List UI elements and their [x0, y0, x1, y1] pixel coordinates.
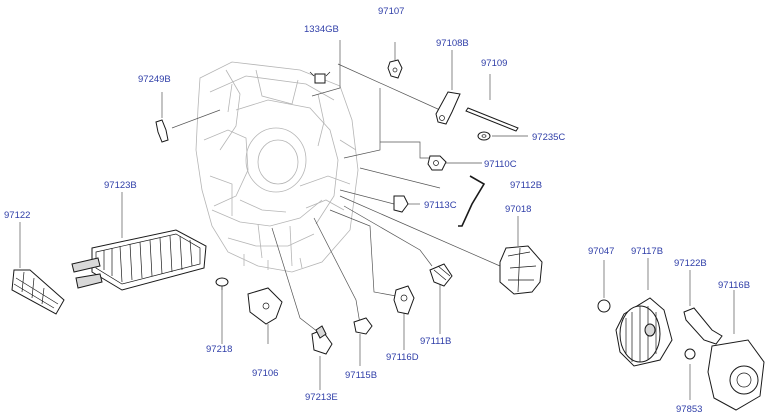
part-97213E [311, 325, 333, 355]
label-1334GB: 1334GB [304, 24, 339, 35]
label-97116B: 97116B [718, 280, 750, 291]
label-97116D: 97116D [386, 352, 419, 363]
part-97106 [247, 287, 283, 325]
label-97106: 97106 [252, 368, 278, 379]
label-97853: 97853 [676, 404, 702, 415]
part-97116B [707, 339, 765, 411]
part-97235C [477, 131, 491, 141]
label-97122B: 97122B [674, 258, 707, 269]
heater-housing-outline [195, 61, 359, 273]
label-97122: 97122 [4, 210, 30, 221]
label-97108B: 97108B [436, 38, 469, 49]
part-97249B [155, 119, 169, 143]
part-97111B [429, 263, 453, 287]
label-97047: 97047 [588, 246, 614, 257]
part-97108B [435, 91, 461, 125]
label-97218: 97218 [206, 344, 232, 355]
label-97115B: 97115B [345, 370, 377, 381]
label-97109: 97109 [481, 58, 507, 69]
label-97110C: 97110C [484, 159, 517, 170]
label-97112B: 97112B [510, 180, 542, 191]
part-97218 [215, 277, 229, 290]
part-97116D [393, 285, 415, 315]
label-97018: 97018 [505, 204, 531, 215]
label-97113C: 97113C [424, 200, 457, 211]
label-97235C: 97235C [532, 132, 565, 143]
part-97853 [684, 348, 696, 360]
part-97123B [71, 229, 207, 291]
label-97249B: 97249B [138, 74, 171, 85]
part-97110C [427, 155, 447, 171]
label-97107: 97107 [378, 6, 404, 17]
part-97047 [597, 299, 611, 313]
part-97112B [458, 175, 486, 227]
part-97122 [11, 269, 65, 315]
label-97123B: 97123B [104, 180, 137, 191]
part-97122B [683, 307, 723, 345]
part-97107 [387, 59, 403, 79]
part-97113C [393, 195, 409, 213]
part-97018 [499, 245, 543, 295]
part-97117B [615, 297, 673, 367]
part-97109 [465, 107, 519, 132]
label-97213E: 97213E [305, 392, 338, 403]
part-labels: 1334GB 97107 97108B 97109 97249B 97235C … [4, 6, 750, 415]
label-97117B: 97117B [631, 246, 663, 257]
part-97115B [353, 317, 373, 335]
label-97111B: 97111B [420, 336, 451, 347]
leader-lines [19, 40, 735, 400]
part-1334GB [309, 71, 331, 84]
